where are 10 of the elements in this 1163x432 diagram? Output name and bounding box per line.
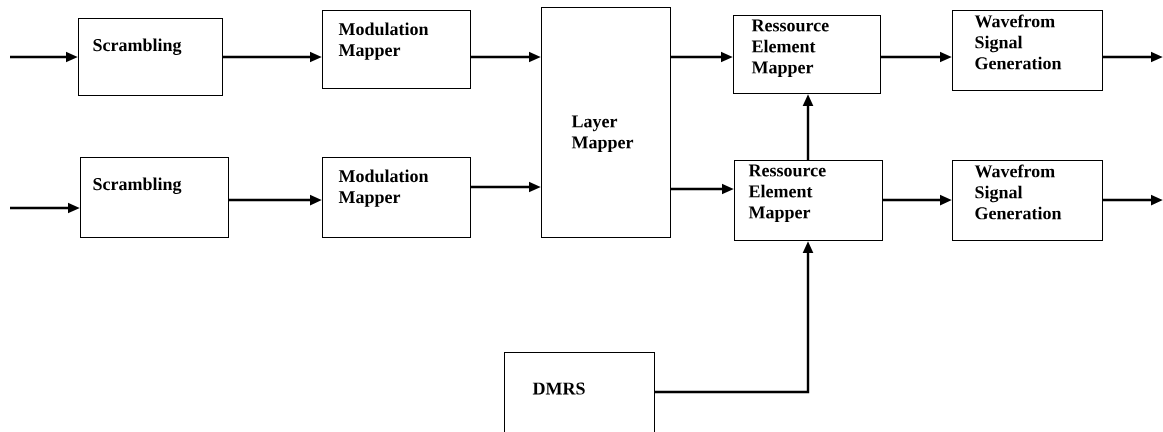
process-box: Wavefrom Signal Generation: [952, 10, 1103, 91]
process-box: Wavefrom Signal Generation: [952, 160, 1103, 241]
process-box: Ressource Element Mapper: [733, 15, 881, 94]
process-box: Ressource Element Mapper: [734, 160, 883, 241]
process-box: DMRS: [504, 352, 655, 432]
process-box: Modulation Mapper: [322, 10, 471, 89]
process-box: Modulation Mapper: [322, 157, 471, 238]
process-box: Scrambling: [80, 157, 229, 238]
process-box: Layer Mapper: [541, 7, 671, 238]
process-box: Scrambling: [78, 18, 223, 96]
